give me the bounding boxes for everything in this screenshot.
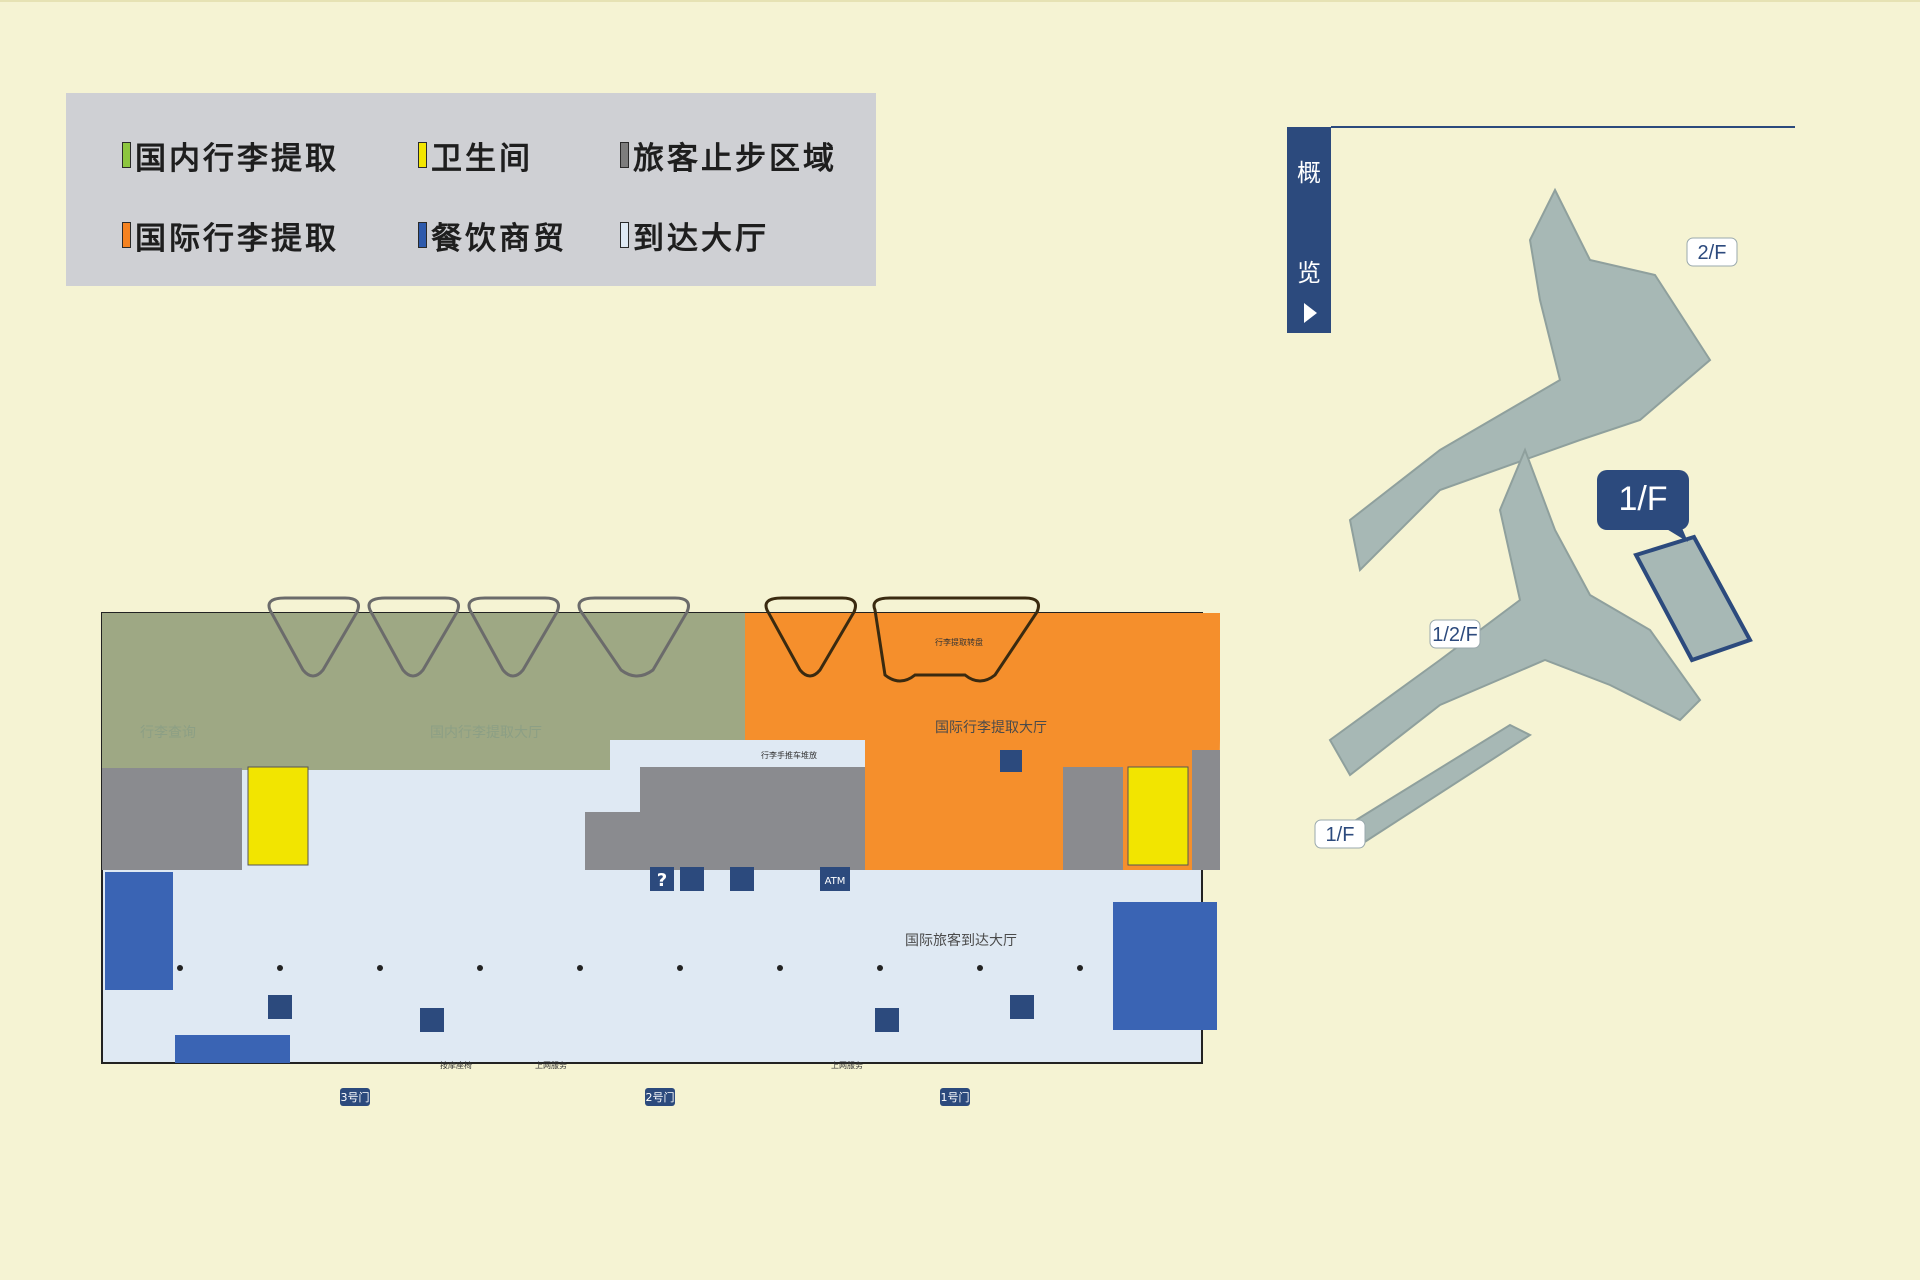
massage-label: 按摩座椅 — [440, 1060, 472, 1070]
legend-label: 餐饮商贸 — [431, 220, 567, 257]
svg-text:1号门: 1号门 — [941, 1090, 970, 1104]
domestic-carousels — [267, 596, 690, 678]
svg-text:?: ? — [657, 870, 667, 891]
internet-label: 上网服务 — [535, 1060, 567, 1070]
legend-item-dining: 餐饮商贸 — [418, 215, 567, 257]
telephone-icon-2[interactable] — [875, 1008, 899, 1032]
dining-area-left — [105, 872, 173, 990]
floor-plan: 国内行李提取大厅 行李查询 国际行李提取大厅 国际旅客到达大厅 行李提取转盘 行… — [101, 596, 1220, 1106]
legend-label: 到达大厅 — [633, 220, 769, 257]
legend-item-restroom: 卫生间 — [418, 135, 533, 177]
lost-found-icon[interactable] — [680, 867, 704, 891]
legend-item-restricted: 旅客止步区域 — [620, 135, 837, 177]
legend-label: 国内行李提取 — [135, 140, 339, 177]
intl-hall-label: 国际行李提取大厅 — [935, 720, 1047, 736]
escalator-icon[interactable] — [1000, 750, 1022, 772]
pillars — [177, 965, 1083, 971]
intl-arrivals-label: 国际旅客到达大厅 — [905, 932, 1017, 949]
shop-area-left — [175, 1035, 290, 1063]
legend-label: 国际行李提取 — [135, 220, 339, 257]
restroom-icon[interactable] — [268, 995, 292, 1019]
legend-item-arrivals: 到达大厅 — [620, 215, 769, 257]
terminal-middle — [1328, 447, 1702, 777]
postal-icon[interactable] — [730, 867, 754, 891]
overview-tab[interactable]: 概 览 — [1287, 127, 1331, 333]
legend-item-domestic-baggage: 国内行李提取 — [122, 135, 339, 177]
legend-label: 卫生间 — [431, 140, 533, 177]
current-floor-highlight — [1633, 534, 1753, 663]
internet-label-2: 上网服务 — [831, 1060, 863, 1070]
label-2f: 2/F — [1686, 237, 1738, 267]
legend-swatch-dining — [418, 222, 427, 248]
legend-item-intl-baggage: 国际行李提取 — [122, 215, 339, 257]
legend-swatch-restroom — [418, 142, 427, 168]
overview-divider — [1331, 126, 1795, 128]
restricted-zone — [102, 768, 242, 870]
gate-1[interactable]: 1号门 — [940, 1088, 970, 1106]
carousel-label: 行李提取转盘 — [935, 637, 983, 647]
restricted-zone — [1063, 767, 1123, 870]
label-1f-small: 1/F — [1314, 819, 1366, 849]
svg-text:3号门: 3号门 — [341, 1090, 370, 1104]
restricted-zone — [1192, 750, 1220, 870]
label-12f: 1/2/F — [1429, 619, 1481, 649]
telephone-icon[interactable] — [420, 1008, 444, 1032]
legend-swatch-arrivals — [620, 222, 629, 248]
intl-carousels — [764, 596, 1040, 683]
svg-text:1/F: 1/F — [1618, 480, 1667, 518]
svg-text:1/2/F: 1/2/F — [1432, 624, 1478, 646]
play-arrow-icon — [1304, 303, 1317, 323]
legend-swatch-intl — [122, 222, 131, 248]
terminal-overview-map: 2/F 1/2/F 1/F 1/F — [1314, 187, 1753, 849]
domestic-hall-label: 国内行李提取大厅 — [430, 725, 542, 741]
overview-char-1: 概 — [1297, 159, 1321, 187]
legend-swatch-domestic — [122, 142, 131, 168]
cart-label: 行李手推车堆放 — [761, 750, 817, 760]
top-border — [0, 0, 1920, 2]
gate-2[interactable]: 2号门 — [645, 1088, 675, 1106]
terminal-upper — [1348, 187, 1712, 573]
restricted-zone — [640, 767, 865, 812]
legend-label: 旅客止步区域 — [633, 140, 837, 177]
domestic-baggage-area — [102, 613, 745, 740]
svg-text:2/F: 2/F — [1698, 242, 1727, 264]
restroom-icon-2[interactable] — [1010, 995, 1034, 1019]
restricted-zone — [585, 812, 865, 870]
overview-char-2: 览 — [1297, 259, 1321, 287]
restroom-block-left — [247, 766, 309, 866]
restroom-block-right — [1127, 766, 1189, 866]
info-icon[interactable]: ? — [650, 867, 674, 891]
label-1f-callout: 1/F — [1597, 470, 1689, 542]
baggage-inquiry-label: 行李查询 — [140, 725, 196, 741]
svg-text:2号门: 2号门 — [646, 1090, 675, 1104]
svg-text:1/F: 1/F — [1326, 824, 1355, 846]
legend-panel: 国内行李提取 卫生间 旅客止步区域 国际行李提取 餐饮商贸 到达大厅 — [66, 93, 876, 286]
svg-text:ATM: ATM — [825, 876, 846, 887]
dining-area-right — [1113, 902, 1217, 1030]
gate-3[interactable]: 3号门 — [340, 1088, 370, 1106]
domestic-baggage-area-lower — [102, 740, 610, 770]
atm-icon[interactable]: ATM — [820, 867, 850, 891]
legend-swatch-restricted — [620, 142, 629, 168]
